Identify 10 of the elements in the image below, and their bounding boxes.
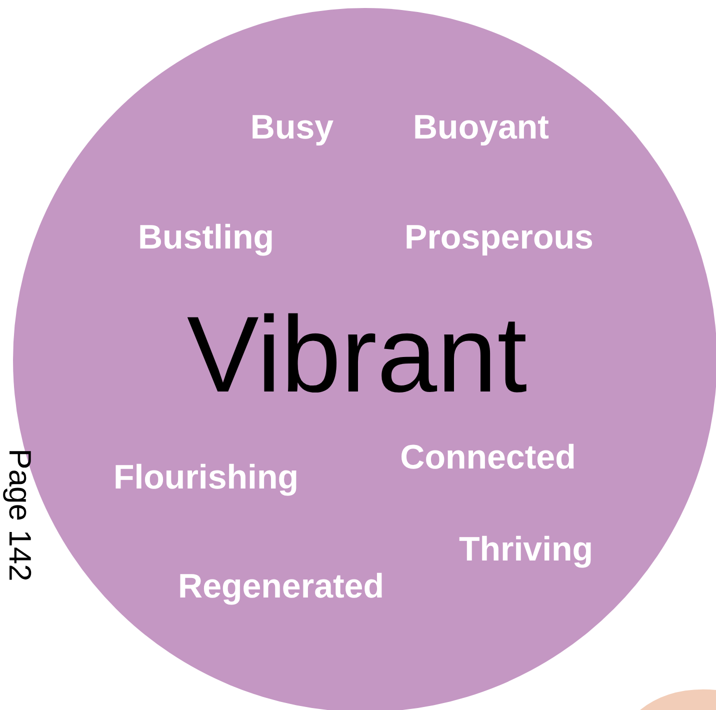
word: Prosperous [404, 219, 594, 257]
main-word: Vibrant [186, 296, 528, 414]
word: Busy [250, 109, 334, 147]
word: Bustling [138, 219, 274, 257]
word: Flourishing [113, 459, 299, 497]
page-number: Page 142 [4, 448, 36, 582]
word: Thriving [458, 531, 594, 569]
word: Connected [400, 439, 576, 477]
word: Buoyant [413, 109, 549, 147]
word: Regenerated [178, 568, 384, 606]
